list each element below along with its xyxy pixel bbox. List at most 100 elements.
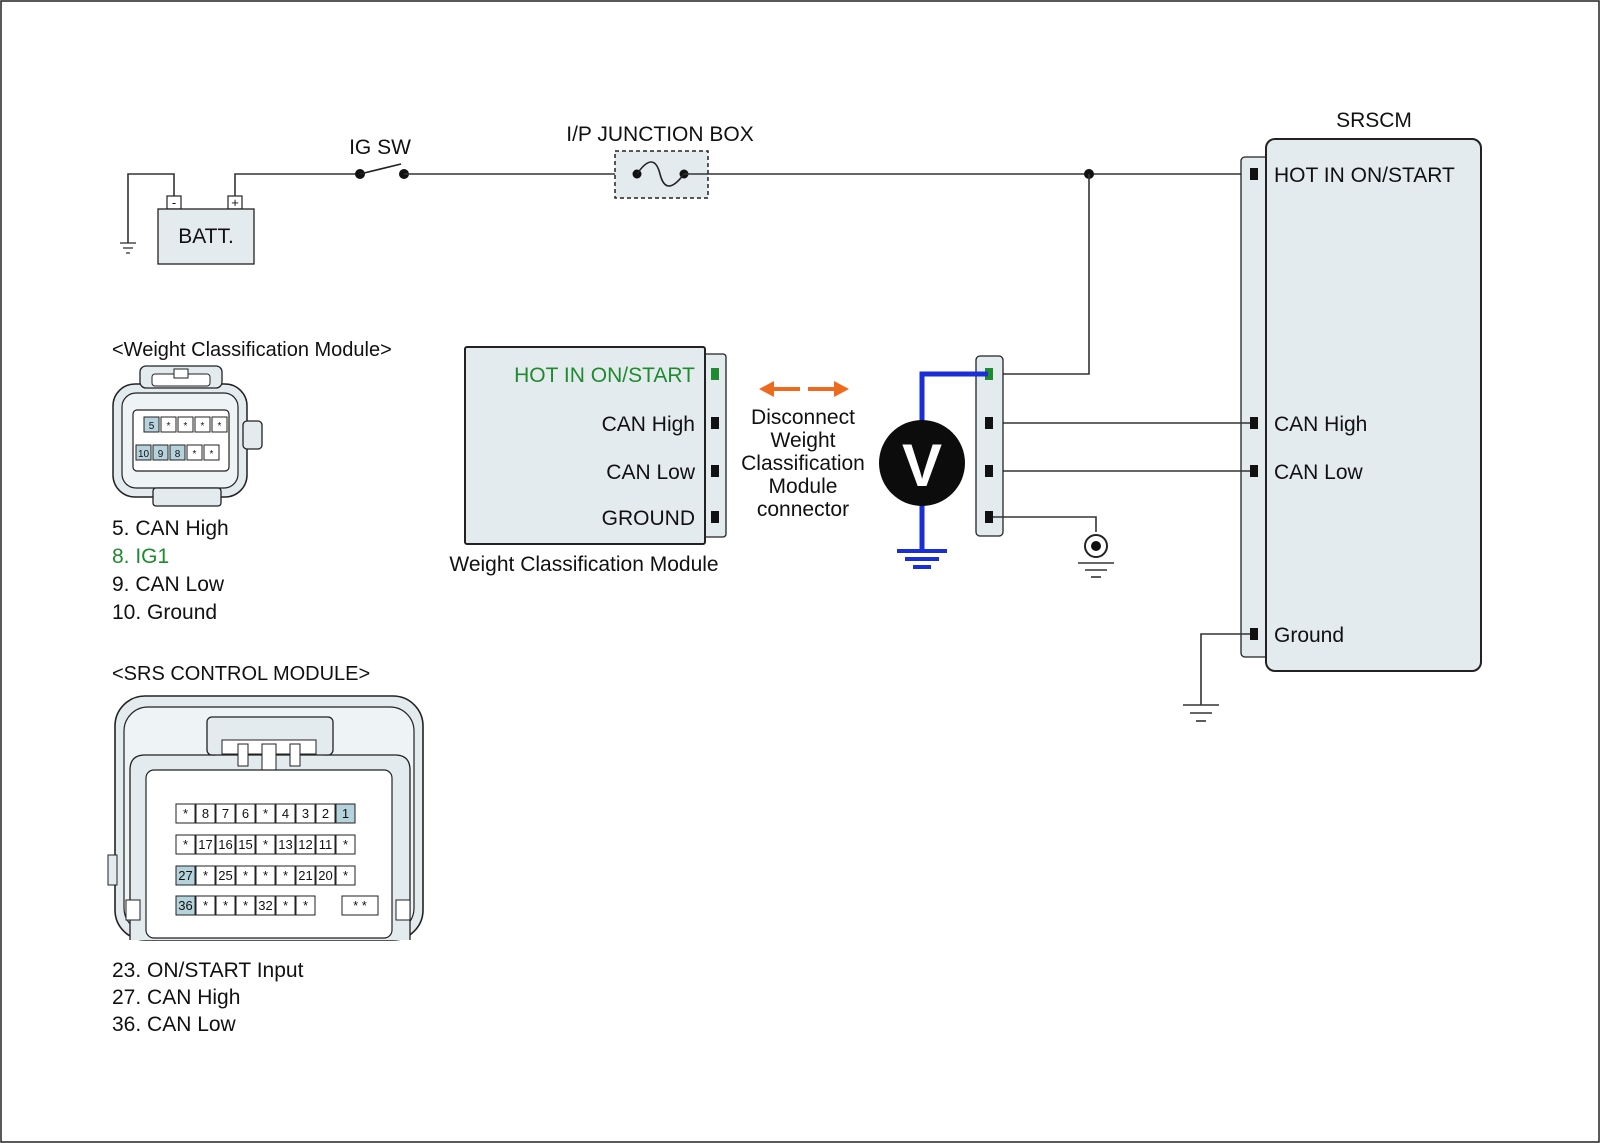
connector-pin-label: * (243, 898, 248, 913)
srscm-module: SRSCM HOT IN ON/START CAN High CAN Low G… (1183, 109, 1482, 722)
connector-pin-cell (295, 895, 316, 916)
srs-legend-item: 36. CAN Low (112, 1013, 237, 1036)
connector-pin-cell (195, 895, 216, 916)
harness-pin-can-high (985, 417, 993, 429)
connector-pin-cell (315, 865, 336, 886)
connector-pin-label: 32 (258, 898, 272, 913)
connector-pin-cell (194, 416, 211, 433)
connector-pin-label: * (201, 421, 205, 432)
voltmeter-symbol: V (902, 432, 942, 499)
voltmeter-ground-icon (897, 549, 947, 569)
wcm-legend-item: 8. IG1 (112, 545, 169, 568)
connector-pin-cell (341, 895, 379, 916)
connector-pin-cell (215, 865, 236, 886)
srscm-pin-hot (1250, 168, 1258, 180)
srs-legend-item: 23. ON/START Input (112, 959, 304, 982)
ignition-switch-blade (359, 163, 402, 175)
connector-pin-cell (255, 895, 276, 916)
fuse-icon (636, 161, 685, 187)
srscm-pin-hot-label: HOT IN ON/START (1274, 164, 1455, 187)
connector-pin-label: 10 (138, 449, 150, 460)
connector-pin-label: * (343, 837, 348, 852)
ignition-switch: IG SW (349, 136, 411, 179)
disconnect-note-line: Weight (771, 429, 836, 452)
connector-pin-cell (255, 865, 276, 886)
srscm-connector-strip (1240, 156, 1270, 658)
connector-pin-label: 4 (282, 806, 289, 821)
wcm-connector-heading: <Weight Classification Module> (112, 339, 392, 361)
connector-pin-label: * (263, 837, 268, 852)
connector-pin-cell (195, 834, 216, 855)
battery-minus-label: - (172, 195, 176, 210)
connector-pin-cell (315, 834, 336, 855)
connector-pin-cell (215, 834, 236, 855)
srscm-ground-icon (1183, 704, 1219, 722)
harness-connector-strip (975, 355, 1004, 537)
connector-pin-label: * (203, 898, 208, 913)
connector-pin-cell (203, 444, 220, 461)
connector-pin-label: 6 (242, 806, 249, 821)
srscm-pin-can-high (1250, 417, 1258, 429)
connector-pin-cell (235, 803, 256, 824)
connector-pin-cell (235, 834, 256, 855)
srscm-pin-ground-label: Ground (1274, 624, 1344, 647)
ignition-switch-label: IG SW (349, 136, 411, 159)
connector-pin-label: * (223, 898, 228, 913)
connector-pin-label: * (303, 898, 308, 913)
srs-legend-item: 27. CAN High (112, 986, 240, 1009)
connector-pin-label: * (203, 868, 208, 883)
connector-pin-label: 3 (302, 806, 309, 821)
connector-pin-cell (195, 803, 216, 824)
battery-to-ignition-wire (234, 173, 360, 196)
wcm-harness-connector (975, 355, 1114, 578)
battery-label: BATT. (178, 225, 234, 248)
connector-pin-label: * (183, 837, 188, 852)
wcm-pin-ground-label: GROUND (602, 507, 695, 530)
connector-pin-cell (177, 416, 194, 433)
connector-pin-label: 8 (175, 449, 181, 460)
connector-pin-cell (335, 834, 356, 855)
wcm-pin-ground (711, 511, 719, 523)
connector-pin-cell (175, 865, 196, 886)
srscm-pin-can-low-label: CAN Low (1274, 461, 1364, 484)
connector-pin-cell (295, 803, 316, 824)
battery: - + BATT. (120, 173, 255, 265)
connector-pin-cell (175, 834, 196, 855)
connector-pin-label: 36 (178, 898, 192, 913)
battery-body (157, 208, 255, 265)
disconnect-note-line: Classification (741, 452, 865, 475)
srscm-pin-can-low (1250, 465, 1258, 477)
connector-pin-cell (315, 803, 336, 824)
battery-ground-icon (120, 242, 136, 254)
connector-pin-cell (195, 865, 216, 886)
wcm-pin-hot (711, 368, 719, 380)
wcm-body (464, 346, 706, 545)
junction-box-label: I/P JUNCTION BOX (566, 123, 753, 146)
disconnect-note-line: connector (757, 498, 849, 521)
connector-pin-label: 27 (178, 868, 192, 883)
connector-pin-label: 13 (278, 837, 292, 852)
connector-pin-cell (275, 834, 296, 855)
srscm-ground-wire (1200, 633, 1250, 705)
connector-pin-cell (295, 865, 316, 886)
voltmeter: V (879, 371, 988, 569)
connector-pin-label: 17 (198, 837, 212, 852)
wcm-pin-can-low (711, 465, 719, 477)
wcm-pin-can-low-label: CAN Low (606, 461, 696, 484)
connector-pin-label: * (283, 898, 288, 913)
wcm-pin-can-high-label: CAN High (602, 413, 695, 436)
wcm-pin-can-high (711, 417, 719, 429)
connector-pin-label: 2 (322, 806, 329, 821)
connector-pin-cell (152, 444, 169, 461)
wcm-legend-item: 5. CAN High (112, 517, 229, 540)
connector-pin-label: * (167, 421, 171, 432)
connector-pin-cell (169, 444, 186, 461)
wcm-legend-item: 9. CAN Low (112, 573, 225, 596)
connector-pin-cell (255, 803, 276, 824)
connector-pin-cell (295, 834, 316, 855)
connector-pin-cell (160, 416, 177, 433)
connector-pin-cell (235, 865, 256, 886)
